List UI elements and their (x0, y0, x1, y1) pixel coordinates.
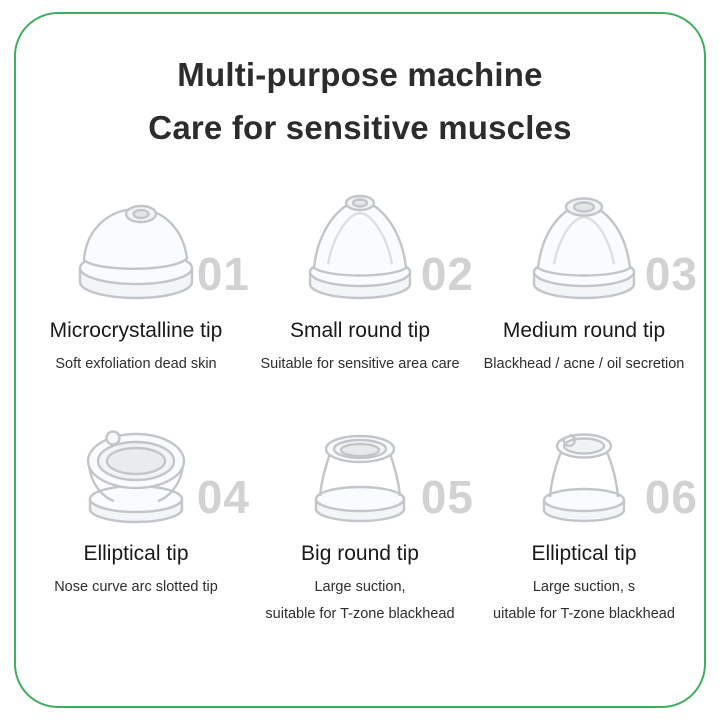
title-line-2: Care for sensitive muscles (148, 109, 572, 147)
tip-name: Big round tip (301, 541, 419, 565)
tip-description: Large suction, s uitable for T-zone blac… (493, 578, 675, 622)
tip-figure: 06 (504, 400, 697, 536)
tip-02-image (308, 194, 412, 300)
tip-item-06: 06 Elliptical tip Large suction, s uitab… (472, 400, 697, 628)
product-card: Multi-purpose machine Care for sensitive… (14, 12, 706, 708)
tip-item-04: 04 Elliptical tip Nose curve arc slotted… (24, 400, 249, 628)
tip-number: 03 (644, 247, 698, 300)
page-title: Multi-purpose machine Care for sensitive… (24, 48, 696, 155)
title-line-1: Multi-purpose machine (177, 56, 543, 93)
tip-item-05: 05 Big round tip Large suction, suitable… (248, 400, 473, 628)
tip-number: 06 (644, 470, 698, 523)
tip-item-01: 01 Microcrystalline tip Soft exfoliation… (24, 177, 249, 378)
tip-description: Nose curve arc slotted tip (54, 578, 218, 595)
tip-01-image (78, 204, 194, 300)
tip-item-02: 02 Small round tip Suitable for sensitiv… (248, 177, 473, 378)
tip-04-image (86, 430, 186, 523)
tip-figure: 05 (280, 400, 473, 536)
tip-figure: 02 (280, 177, 473, 313)
tip-figure: 04 (56, 400, 249, 536)
tip-number: 04 (196, 470, 250, 523)
tip-description: Blackhead / acne / oil secretion (483, 355, 685, 372)
tip-description: Soft exfoliation dead skin (55, 355, 217, 372)
tip-name: Small round tip (289, 318, 431, 342)
tip-name: Elliptical tip (83, 541, 189, 565)
tip-name: Elliptical tip (531, 541, 637, 565)
tip-description: Suitable for sensitive area care (260, 355, 460, 372)
tip-figure: 03 (504, 177, 697, 313)
tip-name: Medium round tip (502, 318, 666, 342)
tip-number: 02 (420, 247, 474, 300)
tip-06-image (542, 433, 626, 522)
tip-number: 01 (196, 247, 250, 300)
tip-03-image (532, 197, 636, 300)
tip-05-image (314, 434, 406, 522)
tip-item-03: 03 Medium round tip Blackhead / acne / o… (472, 177, 697, 378)
tips-grid: 01 Microcrystalline tip Soft exfoliation… (24, 177, 697, 628)
tip-description: Large suction, suitable for T-zone black… (265, 578, 455, 622)
tip-name: Microcrystalline tip (49, 318, 223, 342)
tip-number: 05 (420, 470, 474, 523)
tip-figure: 01 (56, 177, 249, 313)
